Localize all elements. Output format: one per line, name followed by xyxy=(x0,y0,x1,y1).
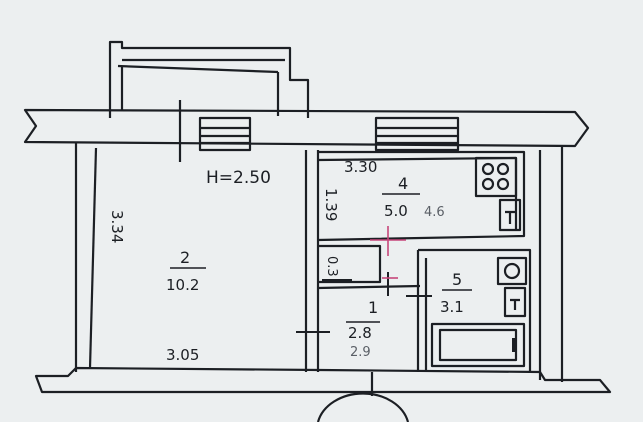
room-1-number: 1 xyxy=(368,298,379,317)
room-4-area: 5.0 xyxy=(384,202,408,220)
label-underlines xyxy=(170,193,472,323)
entrance-arc xyxy=(316,392,410,422)
left-wall xyxy=(74,142,98,372)
room2-width-dimension: 3.05 xyxy=(166,346,200,364)
toilet-icon xyxy=(503,286,527,318)
kitchen-sink-icon xyxy=(498,198,522,232)
room-5-area: 3.1 xyxy=(440,298,464,316)
room-5-number: 5 xyxy=(452,270,463,289)
bathroom-walls xyxy=(416,248,532,372)
right-wall xyxy=(538,146,564,382)
top-outer-wall xyxy=(23,100,590,162)
window-left xyxy=(198,116,252,152)
room-4-number: 4 xyxy=(398,174,409,193)
room-4-area-pen: 4.6 xyxy=(424,205,445,220)
partition-room2-kitchen xyxy=(304,150,320,372)
bathroom-sink-icon xyxy=(496,256,528,286)
balcony xyxy=(108,40,310,118)
kitchen-width-dimension: 3.30 xyxy=(344,158,378,176)
marker-cross xyxy=(370,226,406,279)
ceiling-height-label: H=2.50 xyxy=(206,168,271,188)
room-2-number: 2 xyxy=(180,248,191,267)
stove-icon xyxy=(474,156,518,198)
closet-area: 0.3 xyxy=(324,256,339,277)
kitchen-depth-dimension: 1.39 xyxy=(322,188,340,222)
room-1-area-pen: 2.9 xyxy=(350,345,371,360)
door-marks xyxy=(296,272,432,333)
room2-height-dimension: 3.34 xyxy=(108,210,126,244)
room-1-area: 2.8 xyxy=(348,324,372,342)
bathtub-icon xyxy=(430,322,526,368)
closet-walls xyxy=(317,244,421,290)
room-2-area: 10.2 xyxy=(166,276,200,294)
bottom-wall xyxy=(34,366,612,394)
window-right xyxy=(374,116,460,152)
